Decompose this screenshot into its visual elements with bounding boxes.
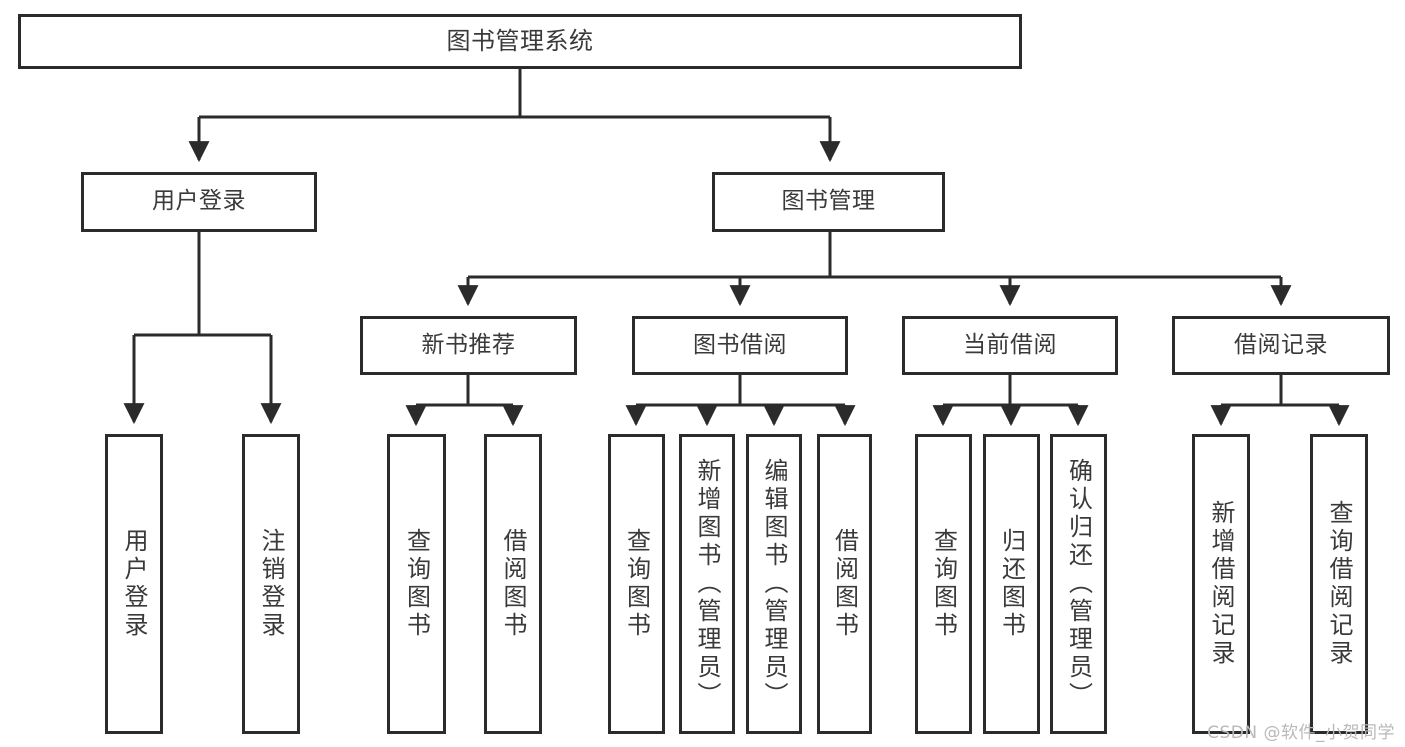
- node-root-system[interactable]: 图书管理系统: [18, 14, 1022, 69]
- node-label: 新书推荐: [421, 331, 516, 358]
- node-leaf-return-book[interactable]: 归还图书: [983, 434, 1040, 734]
- node-new-book-rec[interactable]: 新书推荐: [360, 316, 577, 375]
- node-label: 图书管理: [781, 188, 876, 215]
- node-leaf-logout[interactable]: 注销登录: [242, 434, 300, 734]
- node-current-borrow[interactable]: 当前借阅: [902, 316, 1118, 375]
- node-label: 图书管理系统: [446, 27, 594, 56]
- node-borrow-record[interactable]: 借阅记录: [1172, 316, 1390, 375]
- node-book-manage[interactable]: 图书管理: [712, 172, 945, 232]
- node-label: 用户登录: [152, 188, 246, 215]
- node-label: 确认归还（管理员）: [1064, 458, 1093, 710]
- node-leaf-confirm-return[interactable]: 确认归还（管理员）: [1050, 434, 1107, 734]
- node-label: 图书借阅: [693, 331, 787, 358]
- node-label: 编辑图书（管理员）: [760, 458, 788, 710]
- node-user-login[interactable]: 用户登录: [81, 172, 317, 232]
- node-label: 借阅记录: [1234, 331, 1328, 358]
- node-leaf-borrow-book-2[interactable]: 借阅图书: [817, 434, 872, 734]
- node-leaf-query-book-1[interactable]: 查询图书: [387, 434, 446, 734]
- node-leaf-add-book[interactable]: 新增图书（管理员）: [679, 434, 735, 734]
- node-leaf-user-login[interactable]: 用户登录: [105, 434, 163, 734]
- node-label: 借阅图书: [499, 528, 527, 640]
- node-label: 查询图书: [929, 528, 958, 640]
- node-label: 注销登录: [257, 528, 285, 640]
- node-label: 归还图书: [997, 528, 1026, 640]
- node-label: 借阅图书: [830, 528, 859, 640]
- node-leaf-query-book-3[interactable]: 查询图书: [915, 434, 972, 734]
- node-leaf-edit-book[interactable]: 编辑图书（管理员）: [746, 434, 802, 734]
- node-label: 查询图书: [402, 528, 431, 640]
- node-label: 当前借阅: [963, 331, 1057, 358]
- csdn-watermark: CSDN @软件_小贺同学: [1207, 723, 1395, 743]
- node-leaf-query-record[interactable]: 查询借阅记录: [1310, 434, 1368, 734]
- node-label: 新增图书（管理员）: [693, 458, 721, 710]
- node-label: 用户登录: [120, 528, 148, 640]
- node-label: 查询借阅记录: [1325, 500, 1353, 668]
- node-leaf-query-book-2[interactable]: 查询图书: [608, 434, 665, 734]
- node-label: 新增借阅记录: [1207, 500, 1235, 668]
- node-label: 查询图书: [622, 528, 651, 640]
- node-book-borrow[interactable]: 图书借阅: [632, 316, 848, 375]
- node-leaf-add-record[interactable]: 新增借阅记录: [1192, 434, 1250, 734]
- node-leaf-borrow-book-1[interactable]: 借阅图书: [484, 434, 542, 734]
